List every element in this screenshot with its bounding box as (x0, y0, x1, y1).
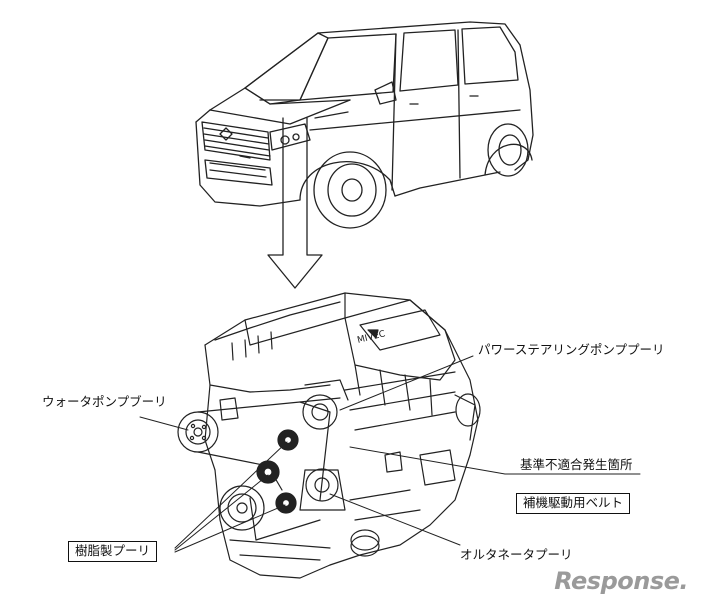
label-alternator-pulley: オルタネータプーリ (460, 547, 573, 562)
minivan-illustration (195, 21, 534, 229)
response-watermark: Response. (554, 567, 688, 595)
engine-badge: MIVEC (356, 329, 386, 346)
label-power-steering-pump-pulley: パワーステアリングポンププーリ (478, 342, 665, 357)
label-defect-location: 基準不適合発生箇所 (520, 457, 633, 472)
label-resin-pulley: 樹脂製プーリ (68, 541, 158, 562)
label-water-pump-pulley: ウォータポンプブーリ (42, 394, 167, 409)
leader-lines (139, 355, 506, 553)
label-accessory-drive-belt: 補機駆動用ベルト (516, 493, 631, 514)
engine-illustration (177, 292, 481, 579)
down-arrow (267, 117, 323, 289)
